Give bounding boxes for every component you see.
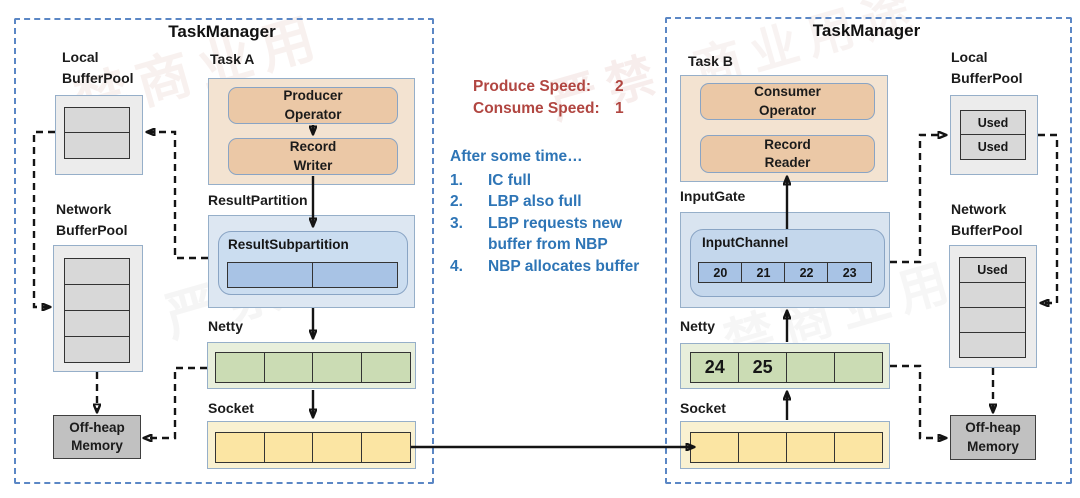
right-socket-label: Socket xyxy=(680,400,726,416)
step-text: IC full xyxy=(488,171,532,189)
buffer-cell: 21 xyxy=(741,262,786,283)
buffer-cell xyxy=(833,352,884,383)
input-channel-buffers: 20 21 22 23 xyxy=(698,262,873,283)
buffer-cell: 25 xyxy=(737,352,788,383)
left-local-bufferpool-label: Local BufferPool xyxy=(62,49,134,86)
produce-speed-label: Produce Speed: xyxy=(473,78,591,95)
left-network-bufferpool-buffers xyxy=(64,258,130,364)
buffer-cell xyxy=(311,262,398,288)
buffer-cell xyxy=(64,335,130,364)
buffer-cell: Used xyxy=(959,257,1026,284)
step-text: LBP also full xyxy=(488,193,582,210)
left-local-bufferpool-buffers xyxy=(64,107,130,159)
buffer-cell xyxy=(959,281,1026,309)
buffer-cell xyxy=(959,331,1026,359)
right-socket-buffers xyxy=(690,432,884,463)
step-number: 3. xyxy=(450,214,463,232)
buffer-cell xyxy=(690,432,740,463)
consume-speed-value: 1 xyxy=(615,100,624,117)
consumer-operator-box: Consumer Operator xyxy=(700,83,875,120)
buffer-cell: 24 xyxy=(690,352,740,383)
left-netty-label: Netty xyxy=(208,318,244,334)
buffer-cell: Used xyxy=(960,134,1026,160)
timeline-step: 1. IC full xyxy=(450,170,668,192)
buffer-cell xyxy=(64,132,130,159)
timeline-notes: After some time… 1. IC full 2. LBP also … xyxy=(450,146,668,277)
right-local-bufferpool-buffers: Used Used xyxy=(960,110,1026,160)
buffer-cell xyxy=(64,107,130,134)
step-number: 1. xyxy=(450,171,463,189)
left-socket-buffers xyxy=(215,432,412,463)
right-netty-buffers: 24 25 xyxy=(690,352,884,383)
input-channel-label: InputChannel xyxy=(702,235,789,250)
left-offheap-memory: Off-heap Memory xyxy=(53,415,141,459)
right-netty-label: Netty xyxy=(680,318,716,334)
step-number: 4. xyxy=(450,257,463,275)
buffer-cell xyxy=(312,352,363,383)
buffer-cell xyxy=(263,352,314,383)
task-b-label: Task B xyxy=(688,53,733,69)
buffer-cell xyxy=(785,432,836,463)
buffer-cell xyxy=(737,432,788,463)
producer-operator-box: Producer Operator xyxy=(228,87,398,124)
buffer-cell xyxy=(312,432,363,463)
buffer-cell xyxy=(64,258,130,286)
buffer-cell xyxy=(64,283,130,312)
right-local-bufferpool-label: Local BufferPool xyxy=(951,49,1023,86)
right-network-bufferpool-label: Network BufferPool xyxy=(951,201,1023,238)
buffer-cell xyxy=(227,262,314,288)
step-text: LBP requests new buffer from NBP xyxy=(488,214,623,254)
record-writer-box: Record Writer xyxy=(228,138,398,175)
right-taskmanager-title: TaskManager xyxy=(812,21,921,40)
left-network-bufferpool-label: Network BufferPool xyxy=(56,201,128,238)
right-taskmanager-border xyxy=(665,17,1072,484)
left-taskmanager-border xyxy=(14,18,434,484)
timeline-title: After some time… xyxy=(450,148,583,165)
step-number: 2. xyxy=(450,193,463,210)
result-partition-label: ResultPartition xyxy=(208,192,308,208)
buffer-cell xyxy=(215,432,266,463)
result-subpartition-buffers xyxy=(227,262,398,288)
right-offheap-memory: Off-heap Memory xyxy=(950,415,1036,460)
produce-speed-value: 2 xyxy=(615,78,624,95)
left-socket-label: Socket xyxy=(208,400,254,416)
consume-speed-line: Consume Speed: 1 xyxy=(473,98,624,120)
buffer-cell xyxy=(263,432,314,463)
right-network-bufferpool-buffers: Used xyxy=(959,257,1026,359)
step-text: NBP allocates buffer xyxy=(488,257,640,275)
buffer-cell: Used xyxy=(960,110,1026,136)
left-netty-buffers xyxy=(215,352,412,383)
buffer-cell xyxy=(64,309,130,338)
buffer-cell: 23 xyxy=(827,262,873,283)
timeline-step: 2. LBP also full xyxy=(450,191,668,213)
task-a-label: Task A xyxy=(210,51,255,67)
buffer-cell: 20 xyxy=(698,262,743,283)
timeline-step: 3. LBP requests new buffer from NBP xyxy=(450,213,668,256)
record-reader-box: Record Reader xyxy=(700,135,875,173)
result-subpartition-label: ResultSubpartition xyxy=(228,237,349,252)
buffer-cell xyxy=(360,432,412,463)
buffer-cell xyxy=(785,352,836,383)
buffer-cell xyxy=(215,352,266,383)
speed-annotation: Produce Speed: 2 Consume Speed: 1 xyxy=(473,76,624,120)
buffer-cell xyxy=(833,432,884,463)
buffer-cell xyxy=(959,306,1026,334)
timeline-step: 4. NBP allocates buffer xyxy=(450,256,668,278)
left-taskmanager-title: TaskManager xyxy=(168,22,276,41)
produce-speed-line: Produce Speed: 2 xyxy=(473,76,624,98)
buffer-cell xyxy=(360,352,412,383)
consume-speed-label: Consume Speed: xyxy=(473,100,600,117)
input-gate-label: InputGate xyxy=(680,188,746,204)
buffer-cell: 22 xyxy=(784,262,829,283)
